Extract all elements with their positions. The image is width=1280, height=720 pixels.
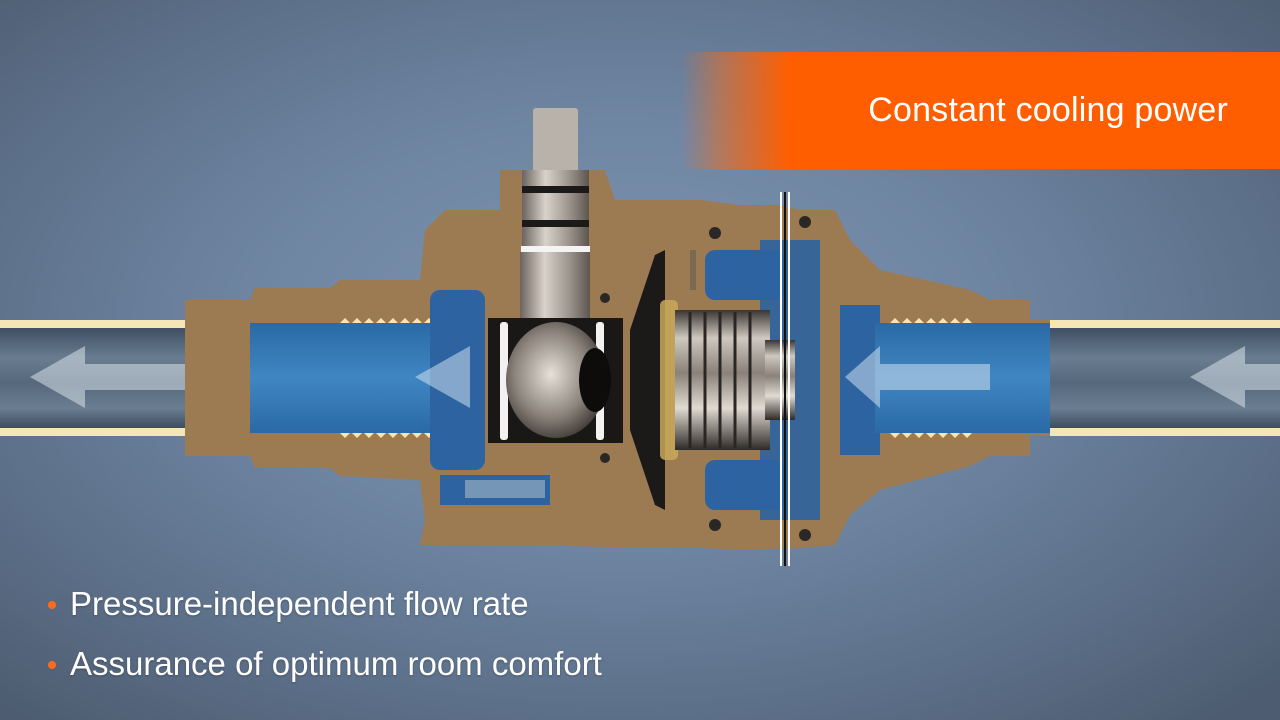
flow-arrows [415, 346, 990, 408]
valve-ball [488, 318, 623, 443]
right-pipe [1050, 320, 1280, 436]
right-threads [890, 318, 972, 438]
valve-stem [520, 108, 590, 332]
bullet-label: Pressure-independent flow rate [70, 585, 529, 622]
bullet-dot-icon [48, 661, 56, 669]
bullet-item: Assurance of optimum room comfort [48, 634, 602, 694]
pressure-regulator [630, 250, 795, 510]
o-rings [600, 216, 811, 541]
feature-bullet-list: Pressure-independent flow rate Assurance… [48, 574, 602, 694]
banner-title: Constant cooling power [868, 91, 1228, 129]
water-left-connector [250, 323, 440, 433]
bullet-label: Assurance of optimum room comfort [70, 645, 602, 682]
bullet-item: Pressure-independent flow rate [48, 574, 602, 634]
section-cut-line [780, 192, 790, 566]
bullet-dot-icon [48, 601, 56, 609]
title-banner: Constant cooling power [680, 52, 1280, 169]
